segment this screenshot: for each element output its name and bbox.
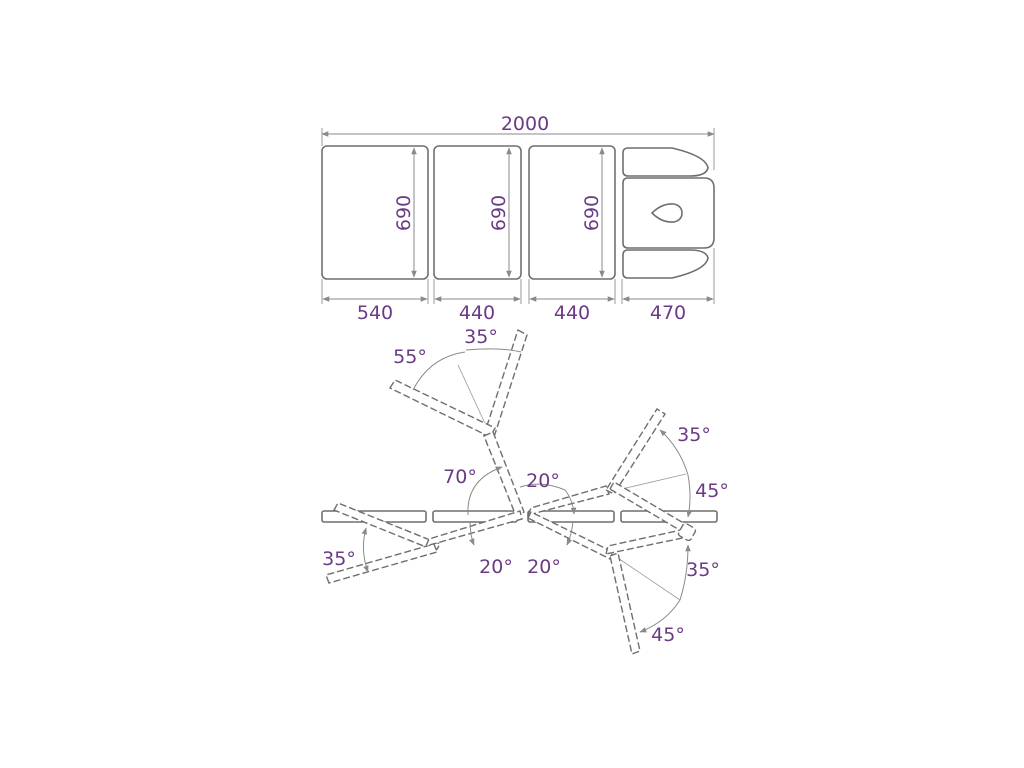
head-pivot: [677, 522, 697, 542]
angle-arc: [639, 599, 681, 633]
section-width-label-2: 440: [459, 302, 495, 324]
angle-arc: [679, 544, 691, 601]
section-height-label-1: 690: [393, 195, 415, 231]
head-level-segment: [609, 481, 693, 536]
angle-label-head-down-bottom: 45°: [651, 624, 685, 646]
total-length-label: 2000: [501, 113, 549, 135]
angle-arc: [566, 520, 574, 546]
angle-label-leg-down: 35°: [322, 548, 356, 570]
section-height-label-3: 690: [581, 195, 603, 231]
angle-arc: [412, 351, 466, 391]
back-tilt-segment: [483, 431, 525, 517]
leg-upper-segment: [332, 502, 442, 552]
angle-label-center-down-right: 20°: [527, 556, 561, 578]
head-section: [622, 147, 715, 279]
angle-arc: [519, 483, 566, 491]
angle-label-center-down-left: 20°: [479, 556, 513, 578]
top-view: 2000 690 690 690 540 440: [321, 113, 715, 324]
head-down-segment: [609, 552, 641, 655]
angle-label-back-upper-left: 55°: [393, 346, 427, 368]
angle-ray: [457, 364, 490, 433]
angle-ray: [608, 551, 681, 601]
angle-arc: [465, 348, 522, 353]
section-pad-2: [433, 145, 522, 280]
section-height-label-2: 690: [488, 195, 510, 231]
angle-label-head-down-mid: 35°: [686, 559, 720, 581]
section-width-label-1: 540: [357, 302, 393, 324]
angle-arc: [467, 466, 503, 516]
face-hole: [650, 203, 683, 223]
center-segment-left: [424, 510, 523, 548]
center-segment-up: [526, 485, 610, 517]
angle-label-head-up-mid: 45°: [695, 480, 729, 502]
angle-arc: [686, 474, 692, 518]
angle-label-back-base: 20°: [526, 470, 560, 492]
back-arm-segment: [388, 379, 496, 438]
angle-label-back-tilt: 70°: [443, 466, 477, 488]
angle-label-head-up-top: 35°: [677, 424, 711, 446]
head-bottom-pad: [622, 249, 709, 279]
head-up-segment: [604, 408, 666, 495]
angle-arc: [659, 429, 689, 476]
section-width-label-3: 440: [554, 302, 590, 324]
angle-arc: [469, 520, 475, 546]
angle-arc: [564, 489, 577, 515]
section-pad-3: [528, 145, 616, 280]
angle-arc: [361, 527, 369, 573]
section-pad-1: [321, 145, 429, 280]
side-view: 55° 35° 70° 20° 35° 20° 20° 35° 45° 35° …: [321, 326, 729, 655]
section-width-label-4: 470: [650, 302, 686, 324]
head-top-pad: [622, 147, 709, 177]
angle-label-back-upper-right: 35°: [464, 326, 498, 348]
